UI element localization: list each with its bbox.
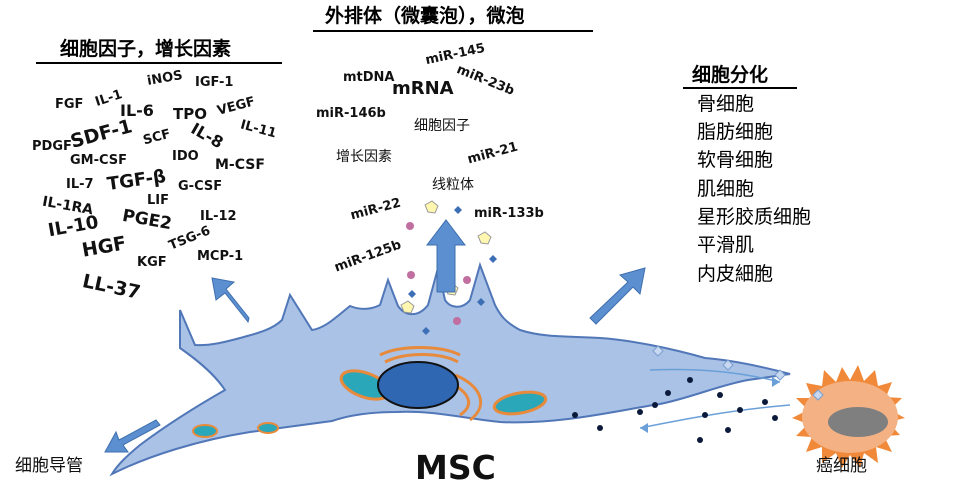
cytokine-mcp-1: MCP-1 — [197, 249, 244, 264]
cargo-mrna: mRNA — [392, 78, 454, 99]
cytokine-il-12: IL-12 — [200, 209, 237, 224]
duct-label: 细胞导管 — [15, 456, 83, 476]
diff-smooth-muscle: 平滑肌 — [697, 234, 755, 256]
arrow-up-right-differentiation — [589, 267, 646, 325]
cytokine-pdgf: PDGF — [32, 139, 72, 154]
cargo-mir-146b: miR-146b — [316, 106, 386, 121]
cytokine-il-6: IL-6 — [120, 101, 154, 120]
exosome-dots — [572, 377, 778, 443]
cytokine-il-7: IL-7 — [66, 177, 94, 192]
cytokine-m-csf: M-CSF — [215, 157, 265, 173]
vesicle-diamonds — [652, 345, 824, 401]
arrow-up-exosomes — [425, 219, 467, 293]
differentiation-title-underline — [683, 87, 797, 89]
cytokine-kgf: KGF — [137, 255, 167, 270]
diff-endothelial: 内皮細胞 — [697, 263, 774, 285]
differentiation-title: 细胞分化 — [692, 64, 769, 86]
cancer-cell — [792, 365, 905, 468]
arrow-down-left-duct — [104, 419, 161, 453]
cytokine-lif: LIF — [147, 193, 170, 208]
arrow-up-left-cytokines — [211, 277, 250, 324]
mitochondrion-right — [492, 390, 548, 416]
diff-osteocyte: 骨细胞 — [697, 93, 755, 115]
msc-label: MSC — [415, 448, 496, 487]
cancer-cell-label: 癌细胞 — [816, 456, 867, 476]
cytokine-igf-1: IGF-1 — [195, 75, 234, 90]
cytokines-title: 细胞因子，增长因素 — [60, 38, 232, 60]
cytokines-title-underline — [36, 62, 282, 64]
cytokine-fgf: FGF — [55, 97, 84, 112]
cytokine-ido: IDO — [172, 149, 199, 164]
cytokine-g-csf: G-CSF — [178, 179, 223, 194]
exosomes-title-underline — [313, 30, 593, 32]
cargo-mtdna: mtDNA — [343, 70, 395, 85]
cargo-growth-factors: 增长因素 — [336, 149, 392, 165]
cargo-mitochondria: 线粒体 — [432, 177, 474, 193]
cargo-cytokines: 细胞因子 — [414, 118, 470, 134]
diff-adipocyte: 脂肪细胞 — [697, 121, 774, 143]
cytokine-gm-csf: GM-CSF — [70, 153, 128, 168]
cargo-mir-133b: miR-133b — [474, 206, 544, 221]
exosomes-title: 外排体（微囊泡），微泡 — [325, 5, 525, 27]
diff-chondrocyte: 软骨细胞 — [697, 149, 774, 171]
cytokine-tpo: TPO — [173, 105, 207, 123]
nucleus — [377, 361, 459, 409]
mitochondrion-tail — [257, 422, 279, 434]
mitochondrion-small — [192, 424, 218, 438]
transfer-arrow-to-msc — [639, 404, 791, 429]
transfer-arrow-to-cancer — [649, 368, 781, 383]
diff-myocyte: 肌细胞 — [697, 178, 755, 200]
cancer-nucleus — [828, 407, 888, 437]
diff-astrocyte: 星形胶质细胞 — [697, 206, 812, 228]
